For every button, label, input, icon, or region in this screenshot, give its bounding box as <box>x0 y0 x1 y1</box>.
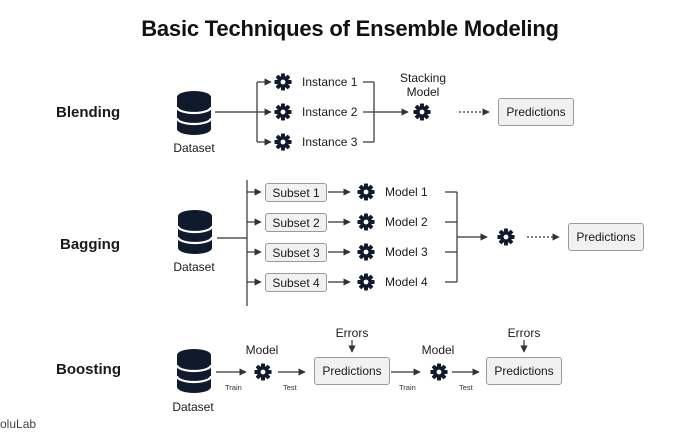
model-4-label: Model 4 <box>385 275 428 289</box>
database-icon <box>177 210 213 254</box>
instance-3-label: Instance 3 <box>302 135 358 149</box>
bagging-dataset-label: Dataset <box>173 260 215 274</box>
stacking-label-line2: Model <box>406 85 440 99</box>
page-title: Basic Techniques of Ensemble Modeling <box>141 16 559 41</box>
boosting-model-label-2: Model <box>421 343 455 357</box>
gear-icon <box>497 228 515 246</box>
database-icon <box>176 349 212 393</box>
blending-dataset-label: Dataset <box>173 141 215 155</box>
blending-predictions-box: Predictions <box>498 98 574 126</box>
gear-icon <box>357 213 375 231</box>
bagging-predictions-box: Predictions <box>568 223 644 251</box>
boosting-dataset-label: Dataset <box>172 400 214 414</box>
gear-icon <box>357 183 375 201</box>
gear-icon <box>254 363 272 381</box>
stacking-label-line1: Stacking <box>399 71 447 85</box>
blending-label: Blending <box>56 104 121 121</box>
gear-icon <box>413 103 431 121</box>
gear-icon <box>357 243 375 261</box>
subset-2-box: Subset 2 <box>265 213 327 232</box>
bagging-label: Bagging <box>60 236 120 253</box>
train-label-1: Train <box>225 383 242 392</box>
database-icon <box>176 91 212 135</box>
model-3-label: Model 3 <box>385 245 428 259</box>
gear-icon <box>274 133 292 151</box>
model-2-label: Model 2 <box>385 215 428 229</box>
stacking-model-label: Stacking Model <box>390 71 456 99</box>
test-label-2: Test <box>459 383 473 392</box>
watermark-text: oluLab <box>0 417 37 431</box>
test-label-1: Test <box>283 383 297 392</box>
gear-icon <box>274 103 292 121</box>
boosting-predictions-box-2: Predictions <box>486 357 562 385</box>
subset-4-box: Subset 4 <box>265 273 327 292</box>
boosting-predictions-box-1: Predictions <box>314 357 390 385</box>
model-1-label: Model 1 <box>385 185 428 199</box>
subset-3-box: Subset 3 <box>265 243 327 262</box>
subset-1-box: Subset 1 <box>265 183 327 202</box>
errors-label-1: Errors <box>335 326 369 340</box>
boosting-label: Boosting <box>56 361 121 378</box>
boosting-model-label-1: Model <box>245 343 279 357</box>
errors-label-2: Errors <box>507 326 541 340</box>
instance-2-label: Instance 2 <box>302 105 358 119</box>
instance-1-label: Instance 1 <box>302 75 358 89</box>
gear-icon <box>430 363 448 381</box>
gear-icon <box>357 273 375 291</box>
gear-icon <box>274 73 292 91</box>
train-label-2: Train <box>399 383 416 392</box>
